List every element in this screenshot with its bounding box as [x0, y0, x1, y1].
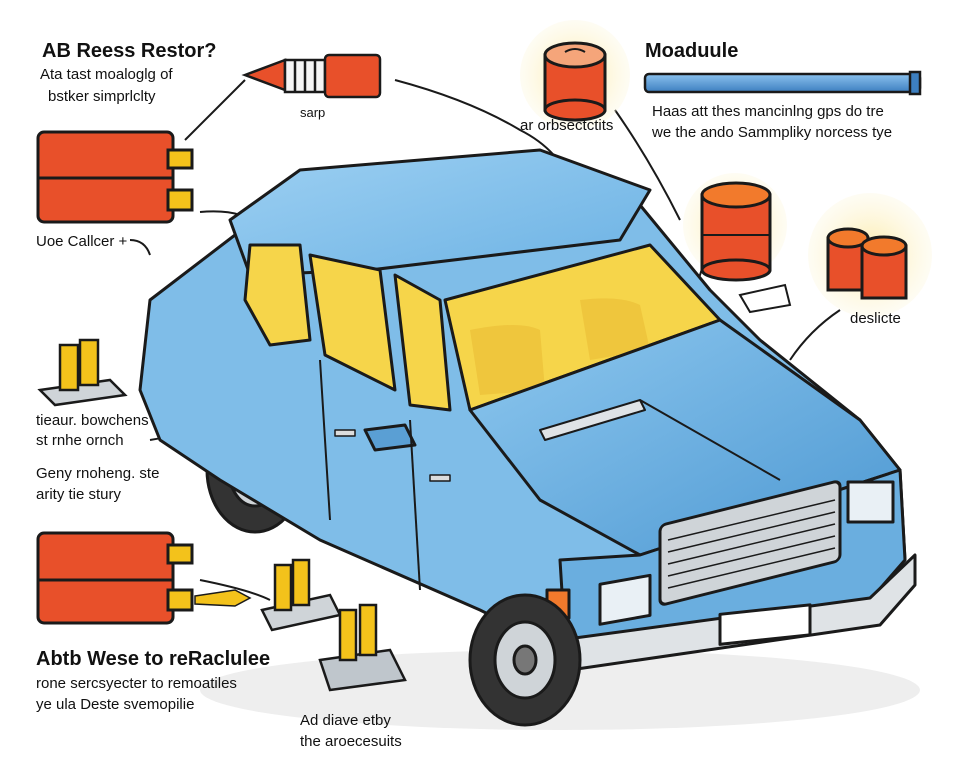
module-bar-icon — [643, 70, 922, 96]
module-title: Moaduule — [645, 40, 739, 62]
front-door-window — [393, 273, 452, 412]
twin-cylinder-icon — [826, 227, 908, 300]
mid-left-line2: st rnhe ornch — [36, 432, 124, 449]
spark-plug-icon — [241, 53, 382, 99]
headlight-left — [598, 573, 652, 626]
rear-window — [243, 243, 312, 347]
bottom-left-title: Abtb Wese to reRaclulee — [36, 648, 271, 670]
top-left-title: AB Reess Restor? — [42, 40, 217, 62]
bottom-mid-line1: Ad diave etby — [300, 712, 391, 729]
bottom-left-line2: ye ula Deste svemopilie — [36, 696, 195, 713]
top-mid-caption: ar orbsectctits — [520, 117, 614, 134]
mid-left-line1: tieaur. bowchens — [36, 412, 149, 429]
headlight-right — [846, 480, 895, 524]
bottom-mid-line2: the aroecesuits — [300, 733, 402, 750]
sap-label: sarp — [300, 105, 326, 120]
top-left-line2: bstker simprlclty — [48, 88, 156, 105]
grille — [658, 480, 842, 606]
caller-label: Uoe Callcer + — [36, 233, 128, 250]
relay-module-bottom-icon — [36, 531, 194, 625]
module-line1: Haas att thes mancinlng gps do tre — [652, 103, 884, 120]
mid-left2-line1: Geny rnoheng. ste — [36, 465, 160, 482]
pointer-arrow-icon — [738, 283, 792, 314]
cylinder-module-icon — [543, 41, 607, 122]
mid-left2-line2: arity tie stury — [36, 486, 122, 503]
bottom-left-line1: rone sercsyecter to remoatiles — [36, 675, 237, 692]
license-plate — [718, 603, 812, 646]
side-mirror — [363, 423, 417, 452]
connector-pin-icon — [260, 558, 342, 632]
canister-icon — [700, 181, 772, 282]
yellow-arrow-icon — [194, 589, 252, 607]
top-left-line1: Ata tast moaloglg of — [40, 66, 173, 83]
relay-module-icon — [36, 130, 194, 224]
module-line2: we the ando Sammpliky norcess tye — [652, 124, 893, 141]
right-label: deslicte — [850, 310, 901, 327]
connector-pin-2-icon — [318, 603, 407, 692]
fuse-connector-icon — [37, 338, 128, 407]
rear-door-window — [308, 253, 397, 392]
car-illustration — [138, 148, 917, 727]
